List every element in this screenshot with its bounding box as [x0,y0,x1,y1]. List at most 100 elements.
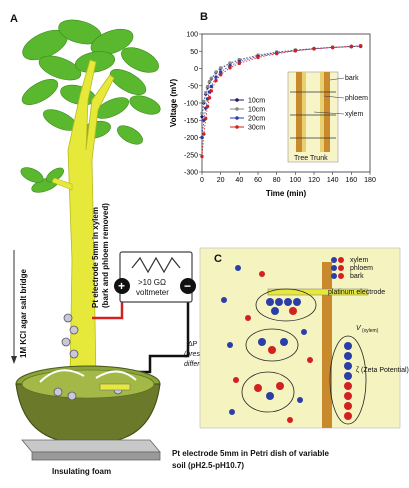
minus-sign: − [184,279,191,293]
platinum-label: platinum electrode [328,289,385,296]
zeta-label: ζ (Zeta Potential) [356,367,409,374]
x-tick-label: 80 [273,177,281,184]
ion-clusters [241,288,367,425]
data-point [204,116,208,121]
legend-bark: bark [350,273,364,280]
data-point [204,91,208,95]
x-tick-label: 20 [217,177,225,184]
data-point [256,55,260,60]
panel-a: A Pt electrode 5mm in xyl [10,13,329,476]
x-tick-label: 120 [308,177,320,184]
voltmeter: + − >10 GΩ voltmeter [114,251,196,303]
legend-marker [235,107,239,111]
data-point [207,80,211,84]
salt-bridge-arrowhead [11,356,17,364]
x-axis-label: Time (min) [266,189,307,198]
xylem-strip [322,262,332,428]
data-point [209,89,214,93]
y-axis-label: Voltage (mV) [169,79,178,128]
data-point [200,111,204,115]
scattered-ions [221,265,313,423]
data-point [202,99,206,103]
resistor-symbol [131,256,181,274]
data-point [209,84,214,89]
inset-trunk-label: Tree Trunk [294,155,328,162]
foam-label: Insulating foam [52,467,111,476]
data-point [209,76,213,80]
data-point [214,70,218,74]
data-point [218,73,223,77]
data-point [312,47,316,51]
legend-label: 10cm [248,98,265,105]
y-tick-label: -200 [184,135,198,142]
x-tick-label: 100 [289,177,301,184]
data-point [228,61,232,65]
y-tick-label: -50 [188,83,198,90]
y-tick-label: 100 [186,32,198,39]
xylem-electrode-sublabel: (bark and phloem removed) [101,203,110,308]
salt-bridge-label: 1M KCl agar salt bridge [19,269,28,358]
voltmeter-label: voltmeter [136,288,169,297]
panel-c-legend: xylem phloem bark [331,257,373,280]
legend-marker [235,125,239,129]
inset-phloem-label: phloem [345,95,368,102]
x-tick-label: 60 [254,177,262,184]
inset-bark-label: bark [345,75,359,82]
v-xylem-subscript: (xylem) [362,328,379,334]
data-point [214,75,218,79]
flow-arrow [39,369,85,383]
plus-sign: + [118,279,125,293]
y-tick-label: 0 [194,66,198,73]
data-point [200,135,204,140]
v-xylem-label: V [356,325,362,332]
data-point [206,84,210,88]
trunk-inset: bark phloem xylem Tree Trunk [287,71,368,163]
voltmeter-resistance: >10 GΩ [138,278,166,287]
pressure-symbol: ΔP [188,341,198,348]
data-point [202,132,206,136]
x-tick-label: 180 [364,177,376,184]
y-tick-label: -300 [184,170,198,177]
cluster-ions [254,298,352,420]
data-point [349,44,354,49]
positive-terminal [114,278,130,294]
data-point [200,114,204,119]
data-point [293,49,298,53]
y-tick-label: -100 [184,101,198,108]
x-tick-label: 140 [327,177,339,184]
pressure-line2: (pressure [184,351,214,358]
data-point [237,58,241,62]
data-point [228,66,232,70]
x-tick-label: 160 [345,177,357,184]
data-point [358,44,363,48]
tree-trunk [51,59,115,381]
x-tick-label: 0 [200,177,204,184]
panel-c: C platinum electrode xylem phloem bark [199,247,409,429]
panel-label-c: C [214,253,222,265]
y-tick-label: -250 [184,152,198,159]
y-tick-label: -150 [184,118,198,125]
data-point [207,96,212,100]
legend-label: 10cm [248,107,265,114]
panel-label-a: A [10,13,18,25]
data-point [205,104,210,109]
soil-electrode-label: Pt electrode 5mm in Petri dish of variab… [172,449,329,458]
panel-label-b: B [200,11,208,23]
legend-xylem: xylem [350,257,368,264]
data-point [219,66,223,70]
y-tick-label: 50 [190,49,198,56]
legend-label: 30cm [248,125,265,132]
insulating-foam [21,439,161,461]
negative-terminal [180,278,196,294]
legend-marker [235,98,239,102]
plot-frame [201,33,371,173]
inset-xylem-label: xylem [345,111,363,118]
x-tick-label: 40 [235,177,243,184]
data-point [274,51,279,56]
legend-phloem: phloem [350,265,373,272]
data-point [200,154,204,159]
data-point [218,70,223,74]
